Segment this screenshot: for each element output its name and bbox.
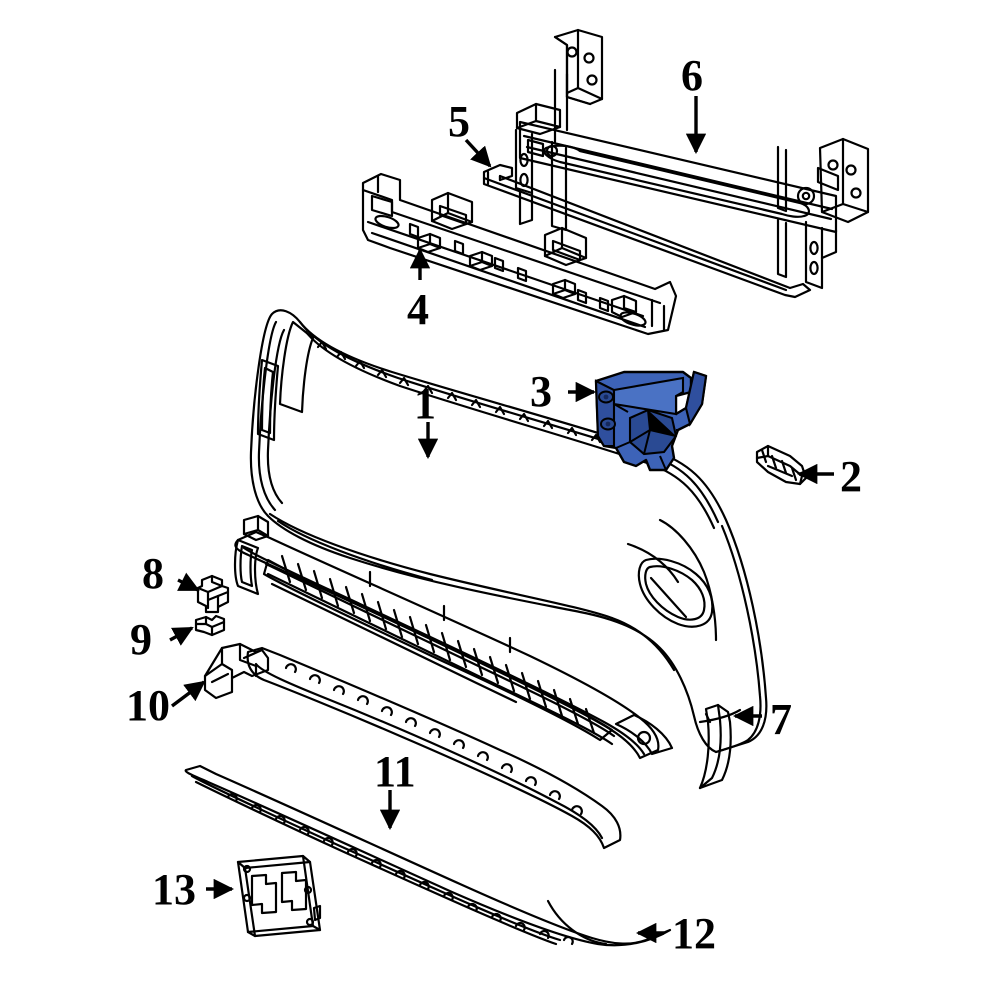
part-2-bumper-cover-clip-retainer: [755, 444, 808, 486]
part-8-grille-retainer-clip: [196, 574, 230, 614]
callout-label-5[interactable]: 5: [448, 97, 470, 146]
part-11-lower-valance-grille: [246, 646, 622, 850]
callout-label-13[interactable]: 13: [152, 865, 196, 914]
callout-label-9[interactable]: 9: [130, 615, 152, 664]
callout-label-8[interactable]: 8: [142, 549, 164, 598]
arrow-9: [169, 626, 194, 646]
part-1-front-bumper-cover: [249, 309, 768, 754]
callout-label-3[interactable]: 3: [530, 367, 552, 416]
part-9-grille-fastener-nut: [194, 614, 226, 637]
part-1-lower-grille-mesh: [233, 514, 674, 760]
callout-label-10[interactable]: 10: [126, 681, 170, 730]
part-12-lower-valance-spoiler: [184, 764, 672, 947]
part-5-upper-seal-strip: [482, 163, 812, 299]
callout-arrows: [169, 96, 834, 944]
arrow-10: [170, 680, 206, 708]
part-13-license-plate-bracket: [236, 854, 322, 938]
part-3-bumper-cover-side-bracket-highlighted: [594, 370, 708, 472]
arrow-8: [177, 572, 200, 592]
callout-label-7[interactable]: 7: [770, 695, 792, 744]
callout-label-4[interactable]: 4: [407, 285, 429, 334]
callout-label-12[interactable]: 12: [672, 909, 716, 958]
part-10-lower-grille-molding: [203, 642, 270, 700]
callout-label-11[interactable]: 11: [374, 747, 416, 796]
callout-label-2[interactable]: 2: [840, 452, 862, 501]
arrow-5: [464, 138, 492, 168]
part-6-bumper-reinforcement-bar: [514, 28, 870, 290]
callout-label-6[interactable]: 6: [681, 51, 703, 100]
callout-label-1[interactable]: 1: [414, 379, 436, 428]
part-7-lower-side-deflector: [698, 703, 732, 790]
part-4-bumper-absorber-impact-bar: [361, 172, 678, 336]
